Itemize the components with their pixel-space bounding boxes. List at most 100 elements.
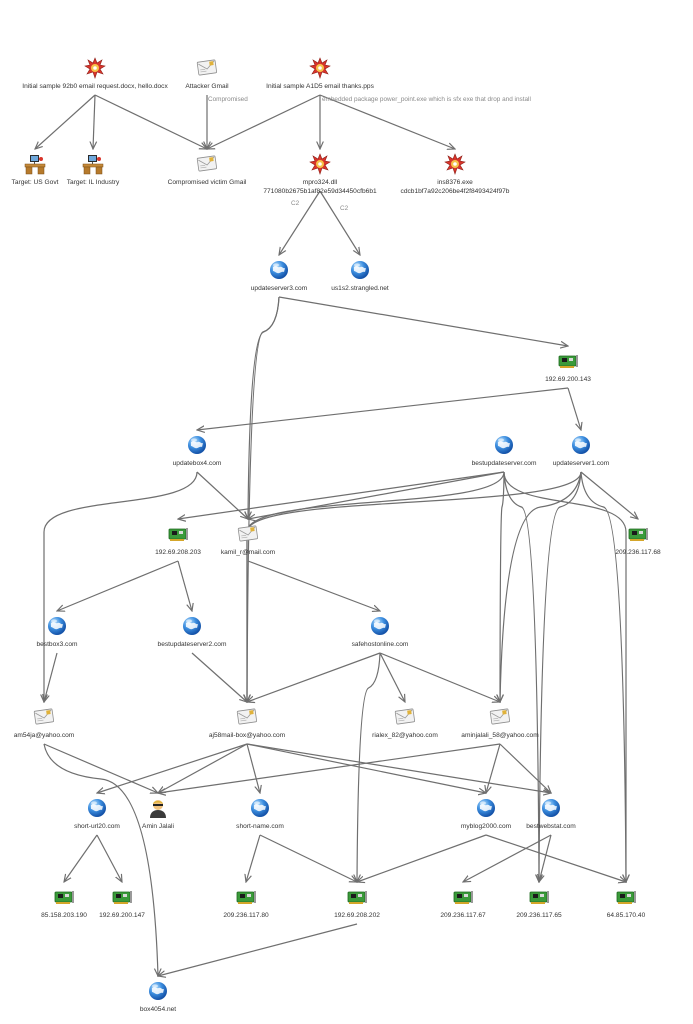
node-label-line: rialex_82@yahoo.com — [372, 732, 438, 739]
edge-ip-192-69-200-143-to-updateserver1 — [567, 387, 581, 430]
node-label: Amin Jalali — [8, 823, 308, 832]
node-label-line: mpro324.dll — [302, 179, 338, 186]
node-label-line: 209.236.117.67 — [440, 912, 486, 919]
node-label: am54ja@yahoo.com — [0, 732, 194, 741]
node-label-line: 192.69.208.203 — [155, 549, 201, 556]
node-label-line: bestbox3.com — [36, 641, 78, 648]
node-label-line: am54ja@yahoo.com — [13, 732, 75, 739]
edge-layer — [35, 94, 638, 976]
edge-aj58mail-to-amin-jalali — [158, 743, 248, 793]
node-label-line: short-name.com — [236, 823, 284, 830]
globe-icon — [46, 615, 68, 637]
node-label-line: updateserver3.com — [250, 285, 308, 292]
person-icon — [147, 797, 169, 819]
edge-updateserver3-to-ip-192-69-200-143 — [278, 296, 568, 346]
node-label: Initial sample 92b0 email request.docx, … — [0, 83, 245, 92]
edge-label-c2-b: C2 — [340, 205, 349, 212]
node-label-line: bestwebstat.com — [526, 823, 576, 830]
edge-safehostonline-to-aminjalali — [379, 652, 500, 702]
edge-short-name-to-ip-209-236-117-80 — [246, 834, 261, 882]
node-label: safehostonline.com — [230, 641, 530, 650]
node-label-line: 192.69.200.147 — [99, 912, 145, 919]
network-card-icon — [346, 886, 368, 908]
node-label: us1s2.strangled.net — [210, 285, 510, 294]
edge-updateserver1-to-ip-64-85-170-40 — [580, 471, 626, 882]
node-label-line: Compromised victim Gmail — [167, 179, 247, 186]
node-label: bestupdateserver2.com — [42, 641, 342, 650]
node-label-line: safehostonline.com — [351, 641, 409, 648]
node-label: 192.69.200.143 — [418, 376, 693, 385]
edge-am54ja-to-box4054 — [43, 743, 158, 976]
globe-icon — [181, 615, 203, 637]
edge-aminjalali-to-bestwebstat — [499, 743, 551, 793]
edge-initial-92b0-to-compromised-gmail — [94, 94, 207, 149]
node-label: 209.236.117.65 — [389, 912, 689, 921]
node-label-line: Initial sample A1D5 email thanks.pps — [266, 83, 374, 90]
edge-updateserver1-to-aminjalali — [500, 471, 582, 702]
email-icon — [196, 57, 218, 79]
email-icon — [237, 523, 259, 545]
edge-short-name-to-ip-192-69-208-202 — [259, 834, 357, 882]
globe-icon — [249, 797, 271, 819]
node-label-line: short-url20.com — [74, 823, 120, 830]
network-card-icon — [627, 523, 649, 545]
globe-icon — [369, 615, 391, 637]
globe-icon — [147, 980, 169, 1002]
node-label-line: 64.85.170.40 — [606, 912, 646, 919]
edge-updatebox4-to-am54ja — [44, 471, 198, 702]
network-card-icon — [53, 886, 75, 908]
email-icon — [394, 706, 416, 728]
edge-bestupdateserver-to-aj58mail — [247, 471, 505, 702]
node-label: aj58mail-box@yahoo.com — [97, 732, 397, 741]
edge-bestwebstat-to-ip-209-236-117-65 — [539, 834, 552, 882]
edge-label-embedded: embedded package power_point.exe which i… — [322, 96, 531, 103]
email-icon — [236, 706, 258, 728]
node-label: rialex_82@yahoo.com — [255, 732, 555, 741]
edge-ip-192-69-208-203-to-bestupdateserver2 — [177, 560, 192, 611]
node-label: 192.69.208.203 — [28, 549, 328, 558]
node-label: Compromised victim Gmail — [57, 179, 357, 188]
globe-icon — [540, 797, 562, 819]
network-card-icon — [452, 886, 474, 908]
globe-icon — [349, 259, 371, 281]
network-card-icon — [557, 350, 579, 372]
edge-aj58mail-to-short-name — [246, 743, 260, 793]
globe-icon — [570, 434, 592, 456]
node-label-line: aminjalali_58@yahoo.com — [461, 732, 539, 739]
node-label-line: box4054.net — [139, 1006, 177, 1013]
globe-icon — [493, 434, 515, 456]
edge-am54ja-to-amin-jalali — [43, 743, 158, 793]
node-label: Target: IL Industry — [0, 179, 243, 188]
node-label-line: updatebox4.com — [172, 460, 222, 467]
node-label-line: Initial sample 92b0 email request.docx, … — [22, 83, 168, 90]
network-card-icon — [167, 523, 189, 545]
edge-initial-92b0-to-target-us-govt — [35, 94, 96, 149]
edge-short-url20-to-ip-85-158-203-190 — [64, 834, 98, 882]
target-desk-icon — [82, 153, 104, 175]
edge-bestbox3-to-am54ja — [44, 652, 58, 702]
target-desk-icon — [24, 153, 46, 175]
edge-initial-92b0-to-target-il-industry — [93, 94, 95, 149]
edge-bestupdateserver-to-ip-192-69-208-203 — [178, 471, 505, 519]
node-label-line: 192.69.208.202 — [334, 912, 380, 919]
node-label: bestbox3.com — [0, 641, 207, 650]
email-icon — [196, 153, 218, 175]
edge-myblog2000-to-ip-64-85-170-40 — [485, 834, 626, 882]
node-label: updatebox4.com — [47, 460, 347, 469]
edge-label-compromised: Compromised — [208, 96, 248, 103]
network-card-icon — [235, 886, 257, 908]
node-label-line: bestupdateserver.com — [471, 460, 537, 467]
node-label-line: 209.236.117.80 — [223, 912, 269, 919]
edge-initial-a1d5-to-compromised-gmail — [207, 94, 321, 149]
node-label: bestupdateserver.com — [354, 460, 654, 469]
node-label-line: aj58mail-box@yahoo.com — [208, 732, 286, 739]
node-label-line: 85.158.203.190 — [41, 912, 87, 919]
edge-ip-192-69-208-202-to-box4054 — [158, 923, 358, 976]
edge-ip-192-69-200-143-to-updatebox4 — [197, 387, 569, 430]
node-label: 209.236.117.67 — [313, 912, 613, 921]
node-label-line: us1s2.strangled.net — [331, 285, 389, 292]
malware-icon — [309, 153, 331, 175]
